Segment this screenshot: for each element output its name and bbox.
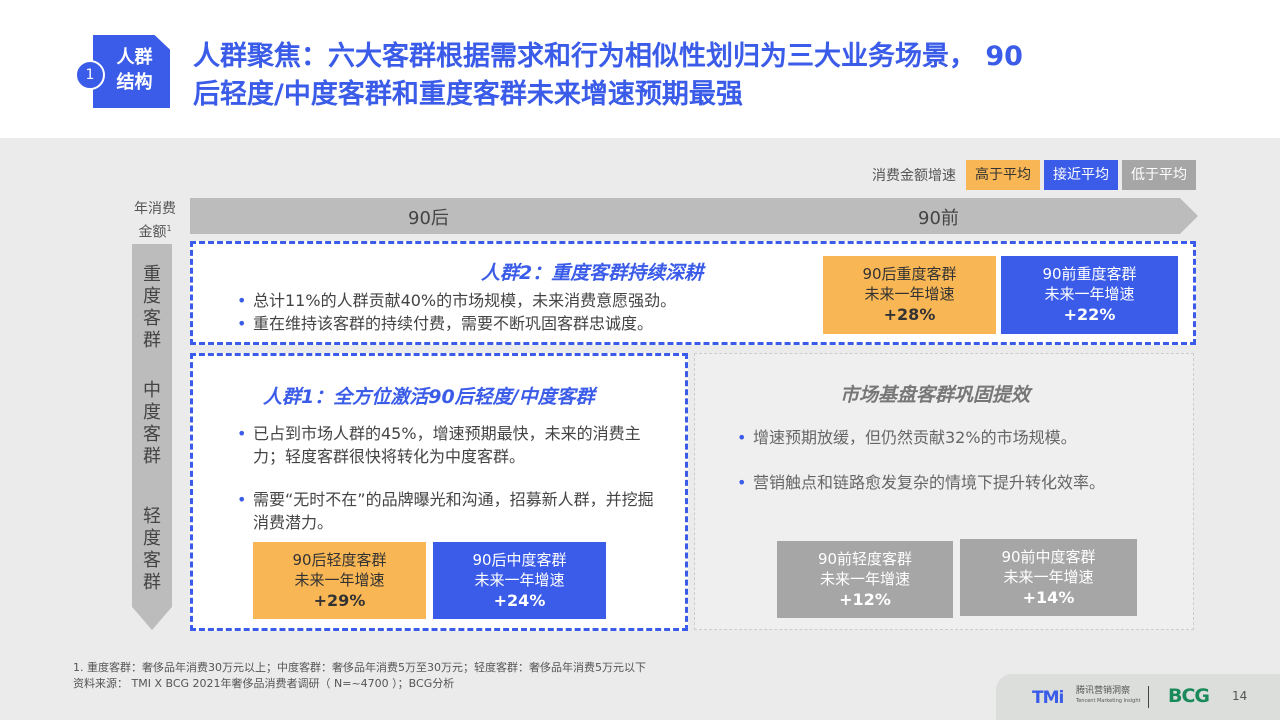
stat-sublabel: 未来一年增速 [864,285,955,303]
legend-label: 消费金额增速 [872,168,956,184]
stat-sublabel: 未来一年增速 [1044,285,1135,303]
x-axis-label-pre90: 90前 [918,208,959,229]
y-axis-label-mid: 中度客群 [143,380,161,467]
bullet-item: 已占到市场人群的45%，增速预期最快，未来的消费主力；轻度客群很快将转化为中度客… [235,422,655,468]
footer-logo-bar: TMi 腾讯营销洞察 Tencent Marketing Insight BCG… [996,674,1280,720]
stat-card-post90-mid: 90后中度客群 未来一年增速 +24% [433,542,606,619]
stat-label: 90前重度客群 [1042,265,1137,283]
slide-header: 1 人群 结构 人群聚焦：六大客群根据需求和行为相似性划归为三大业务场景， 90… [0,0,1280,138]
bullet-item: 重在维持该客群的持续付费，需要不断巩固客群忠诚度。 [235,312,795,335]
slide-title: 人群聚焦：六大客群根据需求和行为相似性划归为三大业务场景， 90 后轻度/中度客… [193,38,1193,114]
x-axis-arrow: 90后 90前 [190,198,1198,234]
y-axis-arrow: 重度客群 中度客群 轻度客群 [132,244,172,630]
stat-value: +22% [1063,305,1116,324]
legend-above-average: 高于平均 [966,160,1040,190]
stat-label: 90前中度客群 [1001,548,1096,566]
stat-card-post90-light: 90后轻度客群 未来一年增速 +29% [253,542,426,619]
stat-value: +24% [493,591,546,610]
post90-light-mid-box: 人群1：全方位激活90后轻度/中度客群 已占到市场人群的45%，增速预期最快，未… [190,353,688,631]
stat-card-pre90-light: 90前轻度客群 未来一年增速 +12% [777,541,953,618]
market-base-bullets: 增速预期放缓，但仍然贡献32%的市场规模。 营销触点和链路愈发复杂的情境下提升转… [735,426,1175,494]
logo-divider [1148,686,1149,708]
stat-sublabel: 未来一年增速 [819,570,910,588]
bullet-item: 营销触点和链路愈发复杂的情境下提升转化效率。 [735,471,1175,494]
stat-value: +14% [1022,588,1075,607]
y-axis-label-light: 轻度客群 [143,506,161,593]
footnote-definitions: 1. 重度客群：奢侈品年消费30万元以上；中度客群：奢侈品年消费5万至30万元；… [73,661,646,674]
tmi-logo: TMi [1032,688,1064,708]
bcg-logo: BCG [1168,685,1210,707]
section-tag-line1: 人群 [116,47,153,68]
stat-label: 90前轻度客群 [817,550,913,568]
slide-title-line2: 后轻度/中度客群和重度客群未来增速预期最强 [193,79,743,110]
market-base-title: 市场基盘客群巩固提效 [840,384,1031,406]
tmi-brand-en: Tencent Marketing Insight [1076,698,1141,704]
x-axis-label-post90: 90后 [408,208,449,229]
heavy-segment-bullets: 总计11%的人群贡献40%的市场规模，未来消费意愿强劲。 重在维持该客群的持续付… [235,289,795,335]
tmi-brand-name: 腾讯营销洞察 Tencent Marketing Insight [1076,686,1140,706]
market-base-box: 市场基盘客群巩固提效 增速预期放缓，但仍然贡献32%的市场规模。 营销触点和链路… [694,353,1194,630]
legend-below-average: 低于平均 [1122,160,1196,190]
heavy-segment-title: 人群2：重度客群持续深耕 [481,262,704,284]
y-axis-title-line2: 金额1 [128,219,182,243]
tmi-brand-cn: 腾讯营销洞察 [1076,686,1131,696]
page-number: 14 [1232,689,1248,703]
bullet-item: 增速预期放缓，但仍然贡献32%的市场规模。 [735,426,1175,449]
stat-sublabel: 未来一年增速 [474,571,565,589]
post90-light-mid-bullets: 已占到市场人群的45%，增速预期最快，未来的消费主力；轻度客群很快将转化为中度客… [235,422,655,534]
stat-sublabel: 未来一年增速 [1003,568,1094,586]
legend-near-average: 接近平均 [1044,160,1118,190]
stat-card-pre90-heavy: 90前重度客群 未来一年增速 +22% [1001,256,1178,334]
section-number-badge: 1 [75,60,105,90]
growth-legend: 消费金额增速 高于平均 接近平均 低于平均 [872,160,1196,190]
footnote: 1. 重度客群：奢侈品年消费30万元以上；中度客群：奢侈品年消费5万至30万元；… [73,660,646,692]
y-axis-title: 年消费 金额1 [128,200,182,243]
stat-sublabel: 未来一年增速 [294,571,385,589]
footnote-source: 资料来源： TMI X BCG 2021年奢侈品消费者调研（ N=~4700 ）… [73,677,455,690]
slide-title-line1: 人群聚焦：六大客群根据需求和行为相似性划归为三大业务场景， 90 [193,41,1023,72]
section-tag: 人群 结构 [93,35,170,108]
stat-label: 90后中度客群 [472,551,567,569]
bullet-item: 需要“无时不在”的品牌曝光和沟通，招募新人群，并挖掘消费潜力。 [235,488,655,534]
stat-label: 90后重度客群 [862,265,957,283]
y-axis-title-line1: 年消费 [134,201,176,217]
post90-light-mid-title: 人群1：全方位激活90后轻度/中度客群 [263,386,595,408]
section-tag-line2: 结构 [116,72,153,93]
stat-card-post90-heavy: 90后重度客群 未来一年增速 +28% [823,256,996,334]
heavy-segment-box: 人群2：重度客群持续深耕 总计11%的人群贡献40%的市场规模，未来消费意愿强劲… [190,241,1196,345]
stat-value: +28% [883,305,936,324]
stat-value: +12% [839,590,891,609]
y-axis-label-heavy: 重度客群 [143,264,161,351]
footnote-ref: 1 [166,224,172,233]
stat-label: 90后轻度客群 [292,551,387,569]
y-axis-title-text: 金额 [138,224,167,241]
stat-card-pre90-mid: 90前中度客群 未来一年增速 +14% [960,539,1137,616]
stat-value: +29% [313,591,366,610]
bullet-item: 总计11%的人群贡献40%的市场规模，未来消费意愿强劲。 [235,289,795,312]
